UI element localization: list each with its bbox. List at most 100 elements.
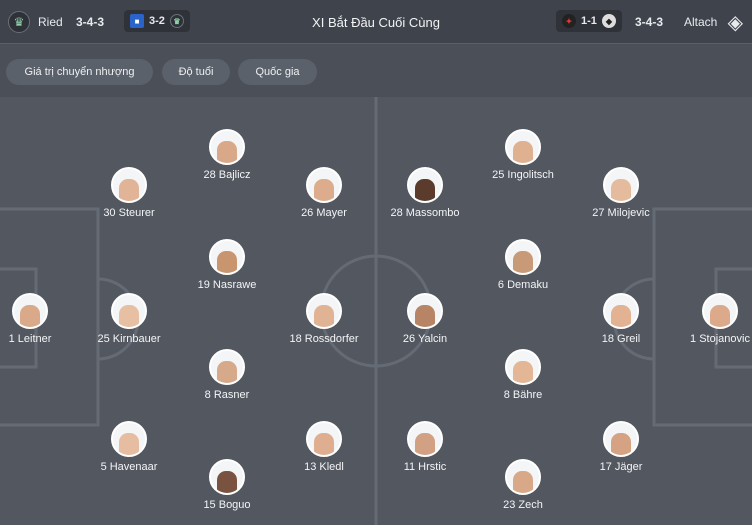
away-player[interactable]: 28 Massombo (370, 167, 480, 219)
home-player[interactable]: 30 Steurer (74, 167, 184, 219)
ried-mini-logo-icon: ♛ (169, 14, 184, 28)
away-player[interactable]: 17 Jäger (566, 421, 676, 473)
away-last-score: 1-1 (581, 15, 597, 27)
player-name: 8 Rasner (204, 389, 250, 401)
player-avatar (209, 349, 245, 385)
player-avatar (505, 129, 541, 165)
away-player[interactable]: 26 Yalcin (370, 293, 480, 345)
player-name: 11 Hrstic (403, 461, 447, 473)
altach-mini-logo-icon: ◆ (601, 14, 616, 28)
player-name: 18 Rossdorfer (289, 333, 359, 345)
player-name: 17 Jäger (599, 461, 643, 473)
player-face-icon (314, 305, 334, 327)
player-avatar (111, 421, 147, 457)
away-player[interactable]: 25 Ingolitsch (468, 129, 578, 181)
away-team-name: Altach (684, 15, 718, 29)
player-face-icon (217, 471, 237, 493)
away-team[interactable]: Altach ◈ (684, 0, 746, 44)
home-formation: 3-4-3 (76, 15, 105, 29)
home-player[interactable]: 15 Boguo (172, 459, 282, 511)
player-name: 26 Mayer (301, 207, 347, 219)
away-formation: 3-4-3 (635, 15, 664, 29)
altach-logo-icon: ◈ (727, 11, 744, 34)
player-name: 8 Bähre (503, 389, 543, 401)
filter-market-value[interactable]: Giá trị chuyển nhượng (6, 59, 153, 85)
away-player[interactable]: 6 Demaku (468, 239, 578, 291)
home-last-score: 3-2 (149, 15, 165, 27)
home-last-match-chip[interactable]: ■ 3-2 ♛ (124, 10, 190, 32)
player-name: 15 Boguo (203, 499, 251, 511)
player-avatar (407, 167, 443, 203)
player-face-icon (611, 433, 631, 455)
home-player[interactable]: 13 Kledl (269, 421, 379, 473)
player-name: 25 Ingolitsch (492, 169, 554, 181)
player-face-icon (513, 141, 533, 163)
player-avatar (603, 167, 639, 203)
filter-bar: Giá trị chuyển nhượng Độ tuổi Quốc gia (0, 45, 752, 97)
away-player[interactable]: 8 Bähre (468, 349, 578, 401)
away-last-match-chip[interactable]: ✦ 1-1 ◆ (556, 10, 622, 32)
player-name: 28 Massombo (390, 207, 460, 219)
away-player[interactable]: 1 Stojanovic (665, 293, 752, 345)
home-player[interactable]: 26 Mayer (269, 167, 379, 219)
player-name: 30 Steurer (103, 207, 155, 219)
home-player[interactable]: 1 Leitner (0, 293, 85, 345)
player-name: 1 Stojanovic (690, 333, 750, 345)
home-player[interactable]: 28 Bajlicz (172, 129, 282, 181)
filter-nationality[interactable]: Quốc gia (238, 59, 317, 85)
player-face-icon (513, 471, 533, 493)
player-name: 13 Kledl (304, 461, 344, 473)
player-face-icon (119, 305, 139, 327)
player-name: 28 Bajlicz (203, 169, 251, 181)
home-team[interactable]: ♛ Ried (8, 0, 63, 44)
player-face-icon (513, 361, 533, 383)
player-face-icon (611, 305, 631, 327)
home-player[interactable]: 25 Kirnbauer (74, 293, 184, 345)
away-player[interactable]: 18 Greil (566, 293, 676, 345)
player-face-icon (217, 251, 237, 273)
player-face-icon (217, 141, 237, 163)
opponent-logo-icon: ■ (130, 14, 144, 28)
player-name: 27 Milojevic (592, 207, 650, 219)
filter-age[interactable]: Độ tuổi (162, 59, 230, 85)
away-player[interactable]: 11 Hrstic (370, 421, 480, 473)
player-face-icon (217, 361, 237, 383)
player-avatar (209, 459, 245, 495)
player-name: 5 Havenaar (100, 461, 158, 473)
player-avatar (306, 293, 342, 329)
player-face-icon (611, 179, 631, 201)
home-player[interactable]: 18 Rossdorfer (269, 293, 379, 345)
page-title: XI Bắt Đầu Cuối Cùng (312, 14, 440, 30)
away-player[interactable]: 23 Zech (468, 459, 578, 511)
match-header: ♛ Ried 3-4-3 ■ 3-2 ♛ XI Bắt Đầu Cuối Cùn… (0, 0, 752, 44)
player-face-icon (415, 433, 435, 455)
player-name: 23 Zech (503, 499, 543, 511)
player-name: 26 Yalcin (402, 333, 448, 345)
player-name: 18 Greil (601, 333, 641, 345)
player-face-icon (314, 179, 334, 201)
player-face-icon (119, 179, 139, 201)
player-avatar (111, 293, 147, 329)
player-avatar (111, 167, 147, 203)
player-avatar (306, 421, 342, 457)
player-avatar (407, 293, 443, 329)
player-face-icon (314, 433, 334, 455)
player-avatar (505, 349, 541, 385)
player-avatar (209, 129, 245, 165)
ried-logo-icon: ♛ (8, 11, 30, 33)
home-team-name: Ried (38, 15, 63, 29)
home-player[interactable]: 8 Rasner (172, 349, 282, 401)
player-name: 19 Nasrawe (197, 279, 257, 291)
home-player[interactable]: 19 Nasrawe (172, 239, 282, 291)
player-face-icon (415, 305, 435, 327)
player-avatar (603, 293, 639, 329)
away-player[interactable]: 27 Milojevic (566, 167, 676, 219)
player-avatar (407, 421, 443, 457)
player-avatar (306, 167, 342, 203)
player-avatar (505, 459, 541, 495)
player-avatar (209, 239, 245, 275)
home-player[interactable]: 5 Havenaar (74, 421, 184, 473)
player-name: 1 Leitner (8, 333, 52, 345)
player-avatar (12, 293, 48, 329)
player-face-icon (415, 179, 435, 201)
